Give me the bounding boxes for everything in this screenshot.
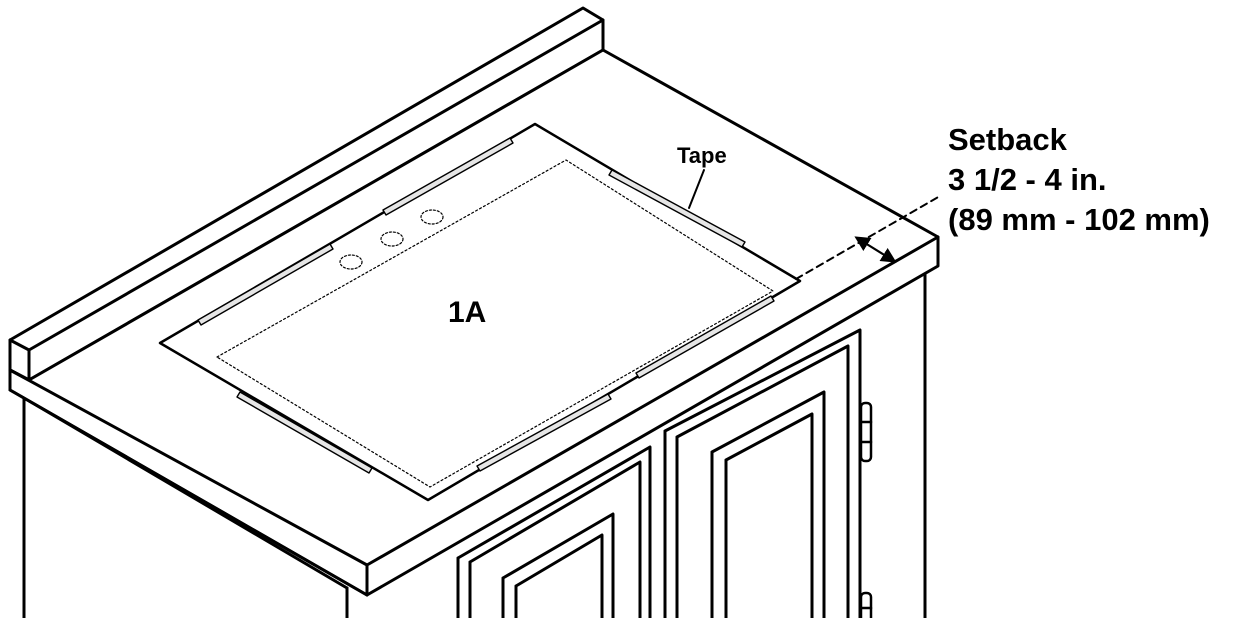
hinge-icon [859,401,873,618]
part-label-1a: 1A [448,296,486,329]
right-door-inner [675,344,850,618]
cabinet-doors [456,328,862,618]
left-door-inner [468,460,642,618]
backsplash-face [8,338,31,352]
backsplash-front [27,18,605,382]
hinge-icon [859,401,873,463]
tape-label: Tape [677,143,727,168]
tape-strip [635,295,775,379]
burner-hole [380,231,404,247]
setback-title: Setback [948,122,1068,157]
tape-strip [382,137,514,216]
setback-imperial: 3 1/2 - 4 in. [948,162,1107,197]
hinge-icon [859,591,873,618]
template-sheet [158,122,802,502]
cooktop-cutout-dotted [216,159,774,488]
setback-metric: (89 mm - 102 mm) [948,202,1210,237]
countertop-side-lip [8,388,369,597]
burner-holes [339,209,444,270]
tape-leader-line [688,169,705,209]
tape-strip [197,243,334,326]
countertop-front-edge [8,235,940,597]
burner-hole [339,254,363,270]
tape-strip [608,169,746,248]
tape-strip [236,391,373,474]
burner-hole [420,209,444,225]
left-door-panel [501,512,615,618]
tape-strips [197,137,775,474]
tape-strip [476,393,612,472]
setback-dimension [795,195,941,280]
double-arrow-icon [854,236,897,263]
right-door-panel [710,390,826,618]
